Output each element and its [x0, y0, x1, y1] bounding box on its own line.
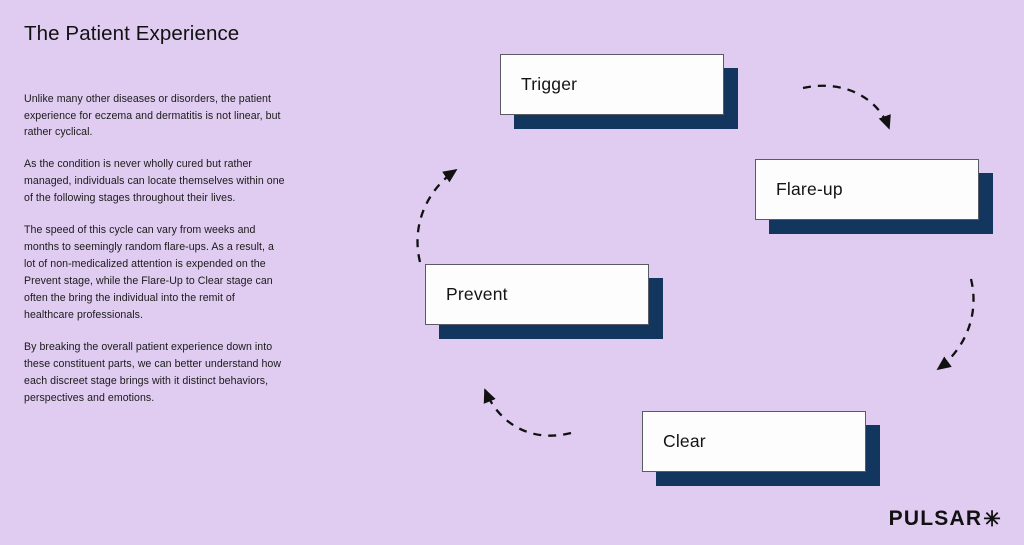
stage-box-trigger[interactable]: Trigger: [500, 54, 738, 129]
stage-card[interactable]: Clear: [642, 411, 866, 472]
logo-wordmark: PULSAR: [888, 507, 983, 530]
body-paragraph-2: As the condition is never wholly cured b…: [24, 158, 285, 205]
stage-box-prevent[interactable]: Prevent: [425, 264, 663, 339]
stage-card[interactable]: Prevent: [425, 264, 649, 325]
stage-label: Prevent: [446, 284, 508, 304]
arrow-trigger-to-flareup: [802, 84, 891, 130]
stage-card[interactable]: Trigger: [500, 54, 724, 115]
stage-box-flareup[interactable]: Flare-up: [755, 159, 993, 234]
stage-card[interactable]: Flare-up: [755, 159, 979, 220]
arrow-flareup-to-clear: [936, 278, 975, 371]
body-paragraph-1: Unlike many other diseases or disorders,…: [24, 92, 281, 139]
stage-label: Flare-up: [776, 179, 843, 199]
text-column: The Patient Experience Unlike many other…: [24, 22, 286, 407]
pulsar-logo: PULSAR ✳: [889, 507, 1002, 531]
page-title: The Patient Experience: [24, 22, 240, 45]
asterisk-icon: ✳: [983, 507, 1002, 531]
arrow-clear-to-prevent: [483, 388, 572, 437]
stage-label: Clear: [663, 431, 706, 451]
body-paragraph-4: By breaking the overall patient experien…: [24, 340, 282, 404]
arrow-prevent-to-trigger: [416, 168, 458, 263]
stage-box-clear[interactable]: Clear: [642, 411, 880, 486]
body-paragraph-3: The speed of this cycle can vary from we…: [24, 224, 274, 321]
stage-label: Trigger: [521, 74, 578, 94]
